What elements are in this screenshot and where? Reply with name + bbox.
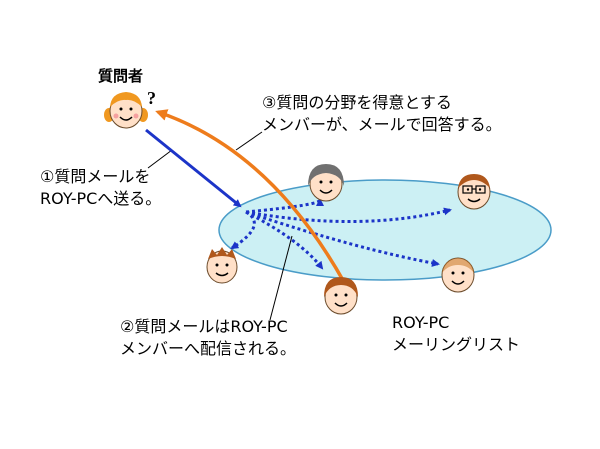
step3-caption: ③質問の分野を得意とする メンバーが、メールで回答する。	[262, 92, 502, 135]
asker-label: 質問者	[98, 67, 144, 85]
send-arrow	[145, 128, 242, 208]
member-face-icon	[441, 257, 475, 293]
step2-caption: ②質問メールはROY-PC メンバーへ配信される。	[120, 316, 296, 359]
step2-caption-line2: メンバーへ配信される。	[120, 338, 297, 358]
member-face-icon	[324, 277, 358, 315]
step3-caption-line2: メンバーが、メールで回答する。	[262, 114, 502, 134]
step3-caption-line1: ③質問の分野を得意とする	[262, 93, 452, 112]
step1-caption-line2: ROY-PCへ送る。	[40, 188, 162, 208]
distribute-arrow-top	[245, 198, 324, 214]
step1-pointer-line	[147, 149, 173, 169]
member-face-icon	[457, 174, 491, 210]
step2-caption-line1: ②質問メールはROY-PC	[120, 317, 288, 336]
mailing-list-label-line1: ROY-PC	[392, 313, 450, 332]
step1-caption: ①質問メールを ROY-PCへ送る。	[40, 166, 161, 209]
mailing-list-label-line2: メーリングリスト	[392, 334, 521, 354]
question-mark-icon: ?	[147, 88, 156, 108]
member-face-icon	[206, 247, 238, 284]
mailing-list-pool	[218, 179, 552, 281]
distribute-arrow-right	[245, 207, 452, 224]
distribute-arrow-lower-right	[245, 210, 440, 267]
asker-face-icon	[104, 92, 148, 129]
step1-caption-line1: ①質問メールを	[40, 167, 151, 186]
distribute-arrow-left	[230, 210, 256, 250]
answer-arrow	[155, 109, 346, 283]
member-face-icon	[308, 164, 344, 202]
mailing-list-label: ROY-PC メーリングリスト	[392, 312, 520, 355]
step2-pointer-line	[269, 235, 293, 321]
step3-pointer-line	[235, 131, 263, 151]
